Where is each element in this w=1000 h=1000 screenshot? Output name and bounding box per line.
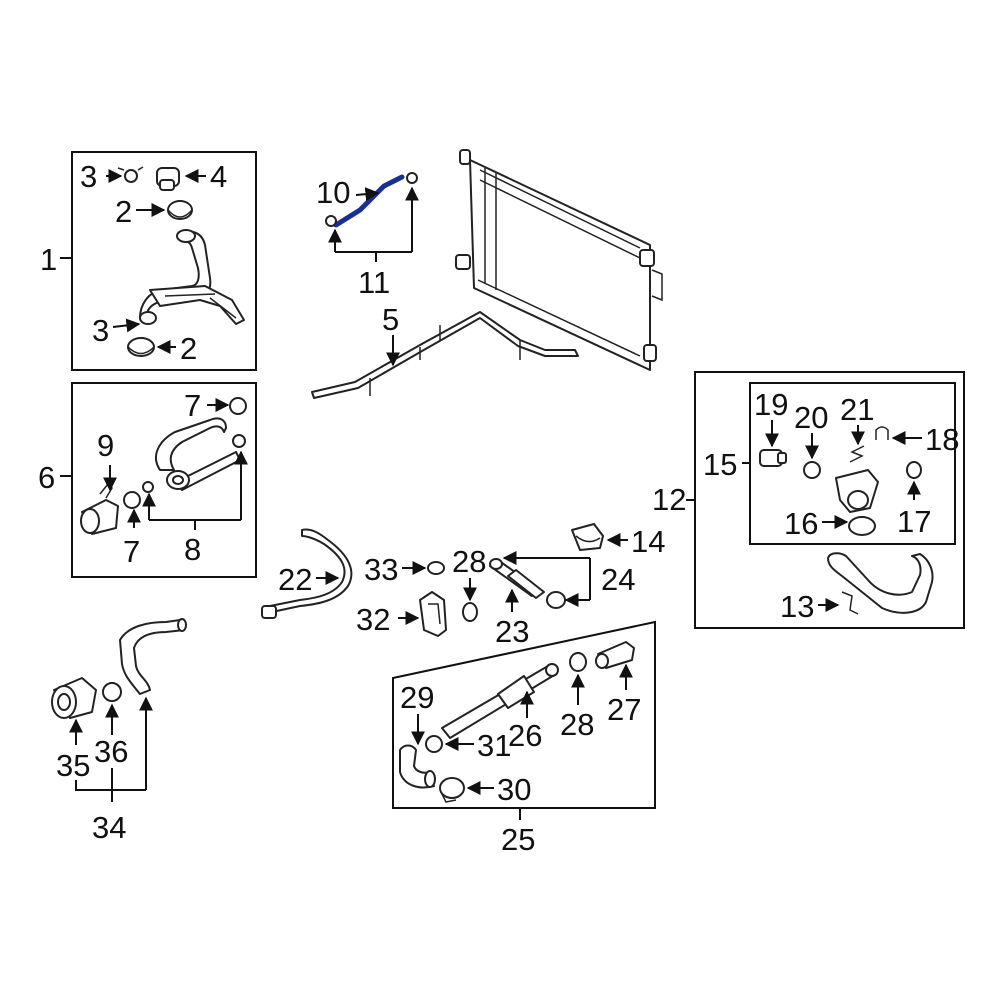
label-23: 23 — [495, 614, 529, 649]
label-2-upper: 2 — [115, 194, 132, 229]
label-19: 19 — [754, 387, 788, 422]
label-5: 5 — [382, 302, 399, 337]
label-4: 4 — [210, 159, 227, 194]
label-21: 21 — [840, 392, 874, 427]
part-20-oring — [803, 461, 821, 479]
part-36-clamp — [102, 682, 122, 702]
part-2-clamp-lower — [127, 337, 155, 357]
label-9: 9 — [97, 428, 114, 463]
group-box-1: 1 3 4 2 3 — [40, 151, 257, 371]
part-21-clip — [849, 445, 865, 463]
label-25: 25 — [501, 822, 535, 857]
part-30-cap — [439, 777, 465, 803]
label-8: 8 — [184, 532, 201, 567]
label-30: 30 — [497, 772, 531, 807]
part-33-oring — [427, 561, 445, 575]
part-13-hose — [827, 552, 934, 615]
label-14: 14 — [631, 524, 665, 559]
group-box-25: 25 26 28 27 29 31 — [392, 620, 656, 857]
label-32: 32 — [356, 602, 390, 637]
bracket-34 — [75, 780, 146, 791]
label-28-lower: 28 — [560, 707, 594, 742]
label-28-upper: 28 — [452, 544, 486, 579]
box-6-frame — [71, 382, 257, 578]
part-32-bracket — [419, 591, 447, 637]
part-23-pipe — [489, 558, 545, 599]
label-35: 35 — [56, 748, 90, 783]
label-36: 36 — [94, 734, 128, 769]
label-2-lower: 2 — [180, 331, 197, 366]
part-14-clamp — [571, 523, 604, 551]
group-10-11: 10 11 — [316, 172, 419, 300]
part-1-hose-assembly — [139, 229, 245, 325]
part-34-hose — [119, 619, 185, 695]
part-6-hose — [155, 417, 241, 491]
part-31-clamp — [425, 735, 443, 753]
label-31: 31 — [477, 728, 511, 763]
part-3-clamp-top — [117, 166, 144, 183]
label-7-top: 7 — [184, 388, 201, 423]
part-11-clamps — [325, 172, 418, 227]
group-box-6: 6 7 8 9 — [38, 382, 257, 578]
label-26: 26 — [508, 718, 542, 753]
label-29: 29 — [400, 680, 434, 715]
part-7-clamp-top — [229, 397, 247, 415]
label-10: 10 — [316, 175, 350, 210]
label-27: 27 — [607, 692, 641, 727]
label-16: 16 — [784, 506, 818, 541]
label-13: 13 — [780, 589, 814, 624]
part-5-pipe — [311, 311, 579, 399]
part-27-hose — [595, 641, 635, 669]
label-1: 1 — [40, 242, 57, 277]
label-18: 18 — [925, 422, 959, 457]
part-26-pipe — [441, 663, 559, 739]
label-12: 12 — [652, 482, 686, 517]
radiator — [455, 149, 663, 371]
part-28-clamp-lower — [569, 652, 587, 672]
part-22-pipe — [261, 528, 353, 619]
label-33: 33 — [364, 552, 398, 587]
part-29-hose — [399, 744, 436, 789]
part-7-clamp-lower — [123, 491, 141, 509]
label-17: 17 — [897, 504, 931, 539]
part-24-clamp — [546, 591, 566, 609]
label-20: 20 — [794, 400, 828, 435]
part-4-connector — [156, 167, 180, 191]
arrow-3-lower — [112, 318, 141, 333]
box-1-frame — [71, 151, 257, 371]
part-28-clamp-upper — [462, 602, 478, 622]
part-16-clamp — [848, 516, 876, 536]
group-34: 35 36 34 — [51, 618, 187, 845]
label-24: 24 — [601, 562, 635, 597]
label-15: 15 — [703, 447, 737, 482]
label-34: 34 — [92, 810, 126, 845]
label-22: 22 — [278, 562, 312, 597]
label-3-lower: 3 — [92, 313, 109, 348]
group-box-12: 12 15 19 20 21 18 17 — [652, 371, 965, 629]
part-17-seal — [906, 461, 922, 479]
label-7-lower: 7 — [123, 534, 140, 569]
arrow-10 — [355, 187, 380, 202]
part-15-housing — [835, 469, 879, 513]
box-25-frame — [392, 620, 656, 809]
part-8-clamps — [142, 434, 246, 493]
label-11: 11 — [358, 265, 390, 300]
part-18-clip — [875, 426, 889, 440]
label-3-top: 3 — [80, 159, 97, 194]
label-6: 6 — [38, 460, 55, 495]
part-9-housing — [80, 482, 119, 535]
part-19-sensor — [759, 449, 787, 467]
part-2-clamp-upper — [167, 200, 193, 220]
part-35-housing — [51, 677, 97, 719]
